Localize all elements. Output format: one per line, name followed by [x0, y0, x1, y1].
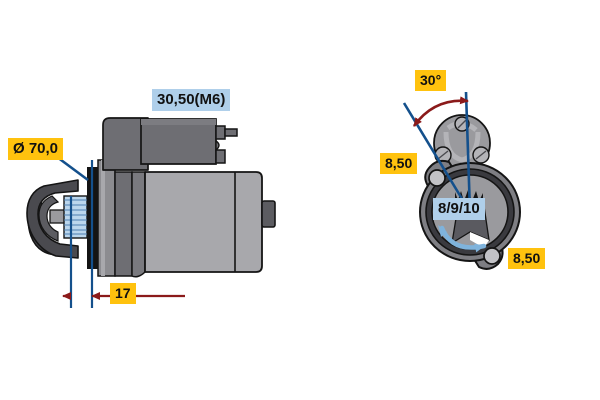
callout-tooth-count: 8/9/10: [433, 198, 485, 220]
diameter-leader-line: [56, 155, 89, 182]
angle-dimension-arc: [412, 96, 469, 127]
callout-terminal-3050-m6: 30,50(M6): [152, 89, 231, 111]
end-flange-view: [402, 91, 521, 270]
housing-neck: [114, 171, 133, 277]
callout-offset-17: 17: [110, 283, 136, 304]
commutator-end-tab: [261, 200, 276, 228]
callout-hole-diameter-upper: 8,50: [380, 153, 418, 174]
rotation-arrow-head-left: [438, 225, 447, 237]
drive-end-fork: [26, 179, 79, 259]
solenoid-terminals: [215, 125, 238, 164]
mounting-hole-lower: [483, 247, 501, 265]
mounting-flange: [97, 159, 116, 277]
mounting-hole-upper: [428, 169, 446, 187]
callout-hole-diameter-lower: 8,50: [508, 248, 546, 269]
side-elevation-view: [26, 117, 276, 308]
callout-angle-30-degrees: 30°: [415, 70, 447, 91]
housing-shoulder: [131, 171, 146, 278]
callout-diameter-70: Ø 70,0: [8, 138, 64, 160]
pinion-gear: [63, 195, 88, 239]
solenoid-body: [102, 117, 217, 171]
motor-body: [144, 171, 263, 273]
